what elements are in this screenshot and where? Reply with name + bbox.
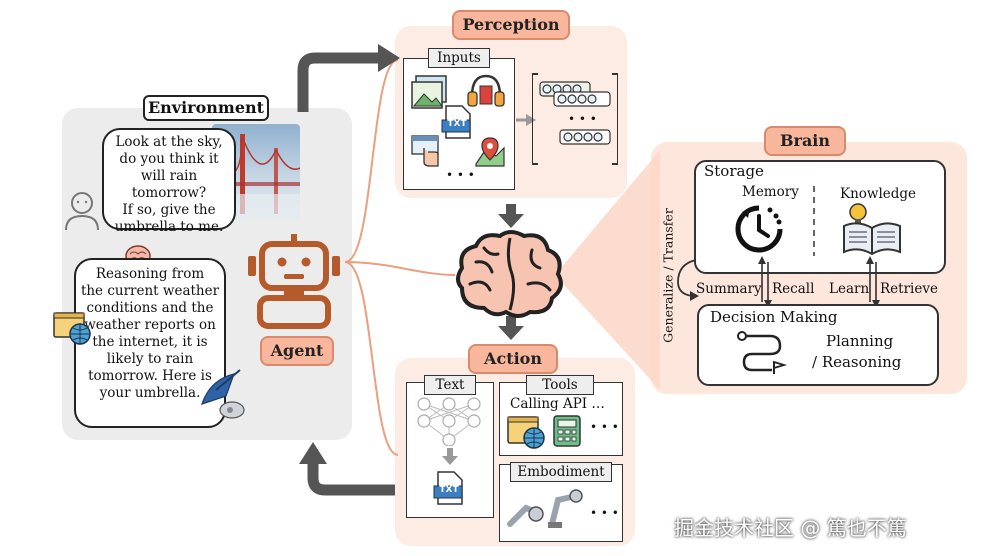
brain-beam [555, 150, 660, 390]
human-line-2: do you think it [119, 151, 219, 167]
tools-label: Tools [526, 375, 594, 395]
human-line-4: If so, give the [122, 202, 216, 218]
tools-ellipsis: • • • [590, 420, 619, 434]
vector-ellipsis: • • • [568, 112, 597, 126]
browser-globe-tool-icon [507, 416, 545, 449]
agent-line-4: weather reports on [84, 317, 216, 333]
environment-title: Environment [143, 95, 269, 121]
planning-label: Planning [826, 332, 894, 350]
reasoning-label: / Reasoning [812, 353, 902, 371]
embodiment-ellipsis: • • • [590, 506, 619, 520]
embodiment-label: Embodiment [510, 462, 612, 482]
umbrella-robot-icon [201, 369, 245, 419]
calculator-icon [553, 415, 581, 447]
memory-clock-icon [735, 205, 783, 253]
neural-network-icon [417, 397, 481, 446]
learn-label: Learn [829, 281, 870, 297]
action-title: Action [468, 344, 558, 374]
agent-line-5: the internet, it is [92, 334, 208, 350]
agent-label: Agent [260, 336, 334, 366]
text-doc-icon [441, 105, 471, 139]
knowledge-label: Knowledge [840, 186, 917, 202]
calling-api-label: Calling API … [510, 396, 605, 412]
agent-robot-icon [248, 234, 340, 329]
human-line-5: umbrella to me. [114, 219, 224, 235]
decision-making-box [697, 304, 939, 386]
audio-icon [467, 74, 505, 107]
action-txt-label: TXT [439, 485, 459, 495]
summary-label: Summary [696, 281, 762, 297]
human-speech-bubble: Look at the sky, do you think it will ra… [102, 128, 236, 235]
image-icon [411, 75, 447, 109]
web-globe-icon [53, 312, 91, 345]
memory-label: Memory [742, 184, 799, 200]
agent-line-6: likely to rain [106, 351, 194, 367]
agent-line-1: Reasoning from [95, 266, 205, 282]
text-down-arrow [442, 448, 458, 465]
recall-label: Recall [772, 281, 815, 297]
agent-line-2: the current weather [80, 283, 220, 299]
knowledge-book-icon [843, 203, 901, 256]
map-pin-icon [475, 137, 505, 167]
perception-title: Perception [452, 10, 570, 40]
retrieve-label: Retrieve [880, 281, 938, 297]
human-line-3: will rain tomorrow? [131, 168, 207, 201]
inputs-ellipsis: • • • [446, 168, 475, 182]
touch-icon [411, 135, 439, 167]
agent-line-3: conditions and the [86, 300, 214, 316]
robot-arms-icon [507, 489, 583, 528]
storage-decision-arrows [677, 256, 880, 308]
storage-divider [813, 186, 815, 256]
perception-txt-label: TXT [447, 119, 467, 129]
action-text-doc-icon [433, 471, 463, 505]
text-action-label: Text [424, 375, 476, 395]
agent-speech-bubble: Reasoning from the current weather condi… [74, 258, 226, 428]
human-icon [65, 192, 99, 231]
storage-label: Storage [704, 162, 764, 180]
planning-path-icon [737, 331, 788, 374]
watermark-text: 掘金技术社区 @ 篤也不篤 [674, 516, 907, 540]
central-brain-icon [456, 230, 563, 318]
brain-title: Brain [764, 126, 846, 156]
agent-line-8: your umbrella. [99, 385, 201, 401]
agent-line-7: tomorrow. Here is [88, 368, 212, 384]
human-line-1: Look at the sky, [115, 134, 223, 150]
inputs-label: Inputs [428, 48, 490, 68]
storage-box [694, 160, 946, 274]
decision-making-label: Decision Making [710, 308, 838, 326]
embedding-vectors [532, 73, 618, 165]
